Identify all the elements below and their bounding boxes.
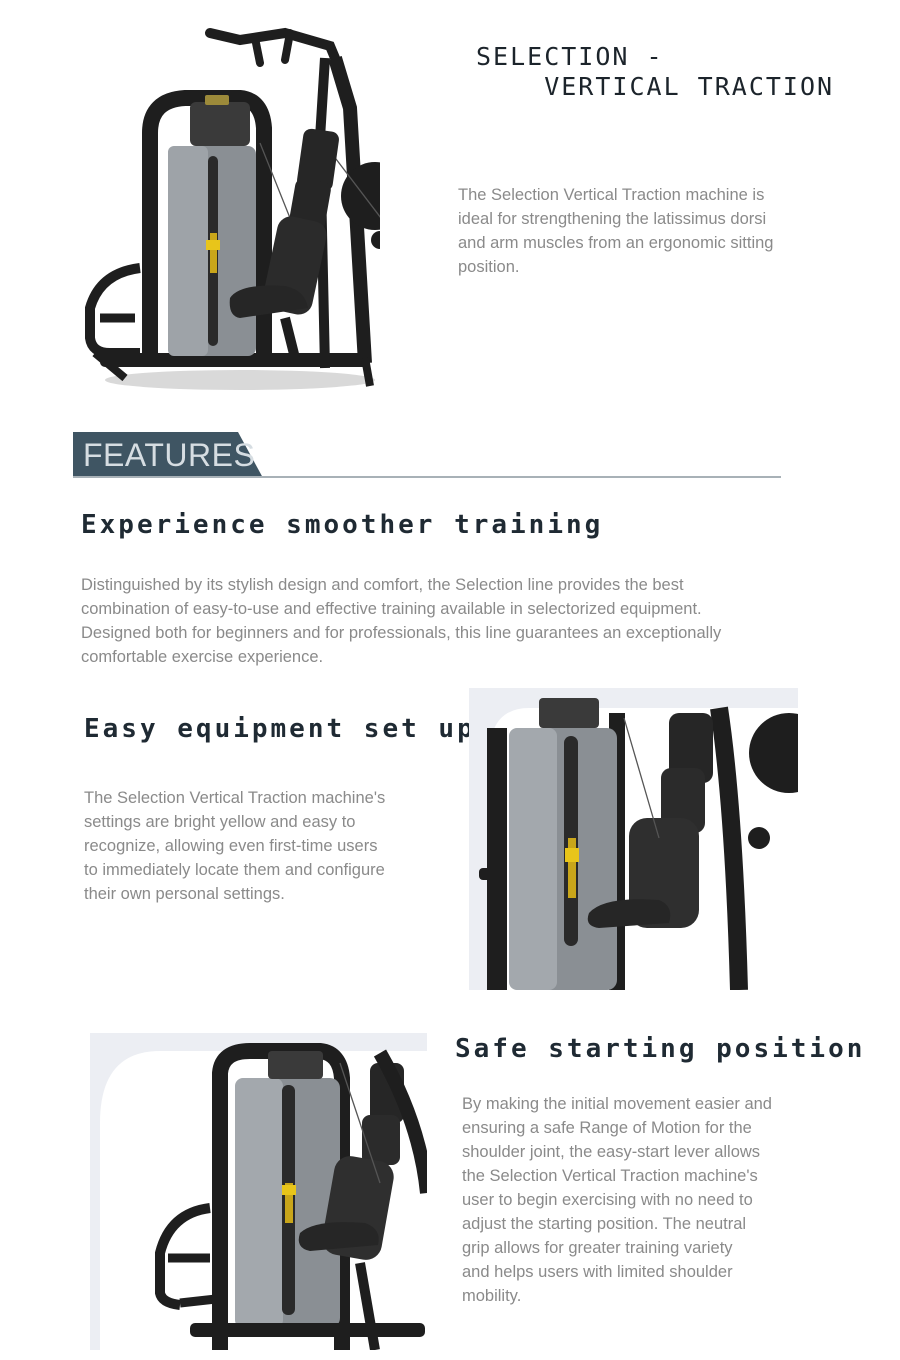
easy-start-lever-image — [90, 1033, 427, 1350]
section-text-equipment-setup: The Selection Vertical Traction machine'… — [84, 789, 386, 903]
features-divider — [73, 476, 781, 478]
features-label: FEATURES — [83, 437, 256, 473]
machine-full-image — [80, 18, 380, 398]
features-banner — [73, 432, 263, 478]
section-heading-safe-starting-position: Safe starting position — [455, 1034, 866, 1064]
section-heading-equipment-setup: Easy equipment set up — [84, 714, 476, 744]
weight-stack-closeup-image — [469, 688, 798, 990]
section-heading-smoother-training: Experience smoother training — [81, 510, 604, 540]
section-text-safe-starting-position: By making the initial movement easier an… — [462, 1095, 772, 1305]
section-text-smoother-training: Distinguished by its stylish design and … — [81, 576, 722, 666]
product-title: SELECTION - VERTICAL TRACTION — [476, 42, 835, 101]
product-description: The Selection Vertical Traction machine … — [458, 186, 774, 276]
